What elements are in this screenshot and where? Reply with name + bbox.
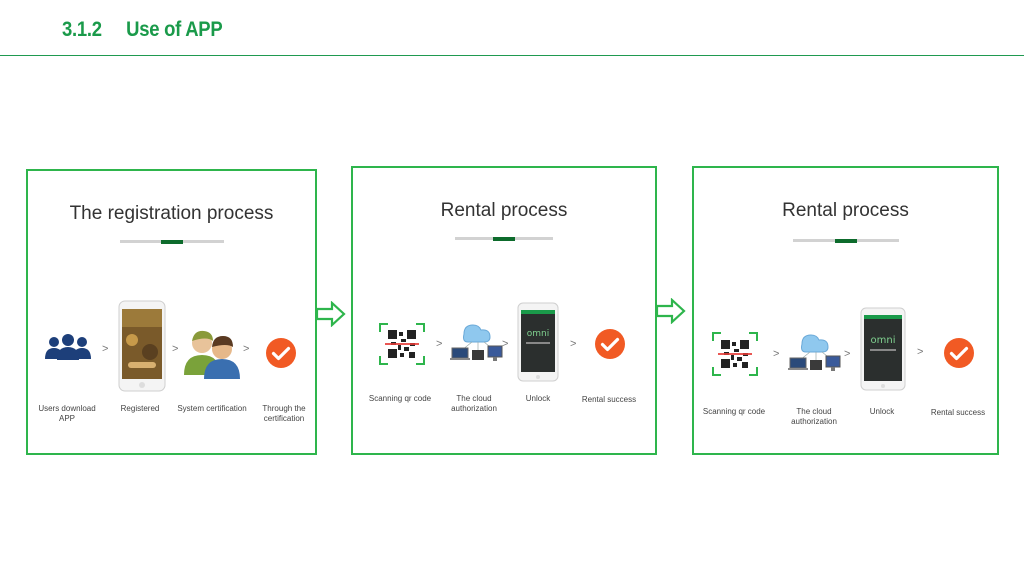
rental-panel-1: Rental process > > omni > <box>351 166 657 455</box>
check-circle-icon <box>266 338 296 368</box>
slide-title: 3.1.2 Use of APP <box>62 18 223 41</box>
step-separator: > <box>773 348 780 360</box>
cloud-devices-icon <box>788 334 841 371</box>
panel-title: Rental process <box>782 200 909 221</box>
step-separator: > <box>243 343 250 355</box>
step-separator: > <box>502 338 509 350</box>
qr-scan-icon <box>379 323 425 365</box>
title-divider <box>119 239 224 244</box>
step-caption: Through the certification <box>262 404 306 423</box>
title-divider <box>455 236 553 241</box>
step-caption: Scanning qr code <box>368 394 432 403</box>
step-separator: > <box>102 343 109 355</box>
step-caption: Unlock <box>525 394 551 403</box>
step-caption: System certification <box>177 404 247 413</box>
title-divider <box>792 238 899 243</box>
step-caption: Unlock <box>869 407 895 416</box>
users-group-icon <box>45 334 91 360</box>
flow-arrow-icon <box>656 298 686 324</box>
people-certification-icon <box>184 330 240 379</box>
qr-scan-icon <box>712 332 758 376</box>
step-caption: Users download APP <box>38 404 96 423</box>
step-separator: > <box>844 348 851 360</box>
check-circle-icon <box>944 338 974 368</box>
step-caption: Registered <box>120 404 160 413</box>
check-circle-icon <box>595 329 625 359</box>
step-separator: > <box>436 338 443 350</box>
step-caption: Rental success <box>930 408 986 417</box>
panel-title: The registration process <box>69 203 274 224</box>
phone-unlock-icon: omni <box>860 307 906 391</box>
step-caption: The cloud authorization <box>791 407 837 426</box>
flow-arrow-icon <box>316 301 346 327</box>
panel-title: Rental process <box>440 200 568 221</box>
svg-text:omni: omni <box>871 335 896 346</box>
slide-header: 3.1.2 Use of APP <box>0 0 1024 56</box>
step-caption: Scanning qr code <box>702 407 766 416</box>
phone-registration-icon <box>118 300 166 392</box>
phone-unlock-icon: omni <box>517 302 559 382</box>
header-rule <box>0 55 1024 56</box>
step-separator: > <box>570 338 577 350</box>
rental-panel-2: Rental process > > omni > Scann <box>692 166 999 455</box>
step-caption: The cloud authorization <box>451 394 497 413</box>
step-separator: > <box>172 343 179 355</box>
step-caption: Rental success <box>581 395 637 404</box>
step-separator: > <box>917 346 924 358</box>
registration-panel: The registration process > > > Users dow… <box>26 169 317 455</box>
cloud-devices-icon <box>450 324 503 361</box>
svg-text:omni: omni <box>527 329 549 339</box>
